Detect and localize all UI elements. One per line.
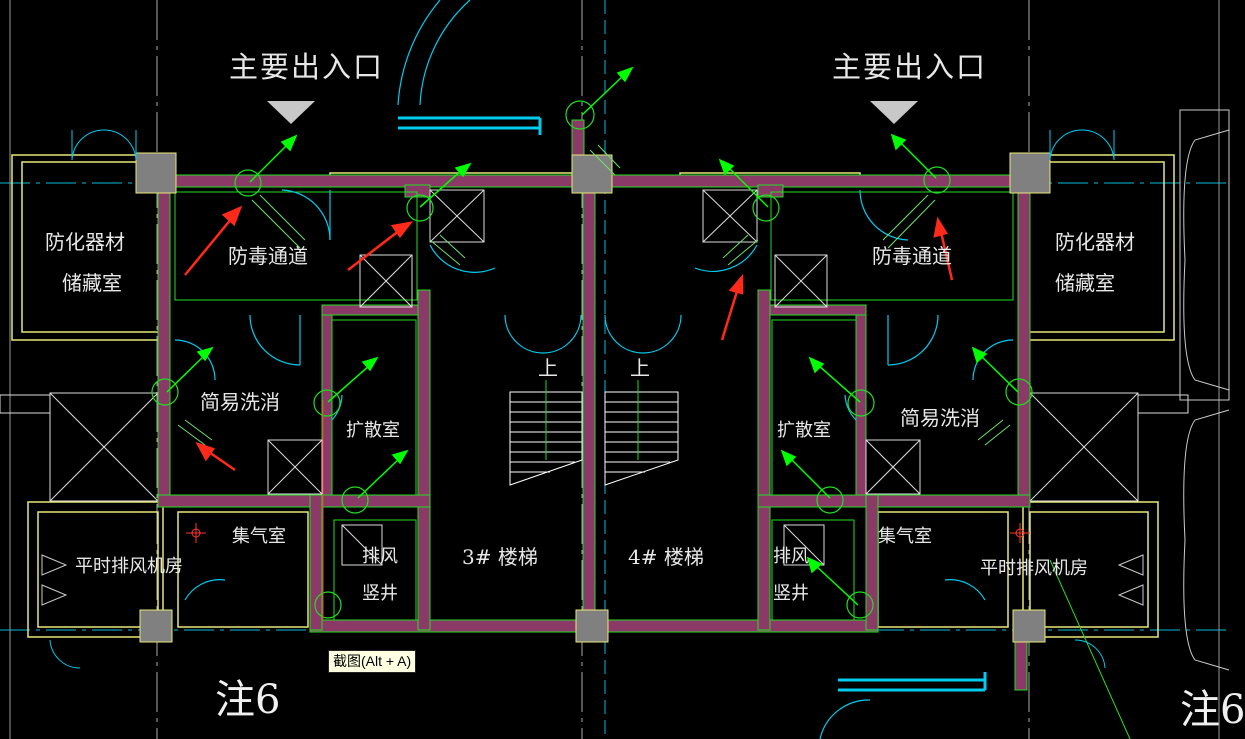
stair-up-label-right: 上 xyxy=(630,356,650,380)
equipment-room-label-right-2: 储藏室 xyxy=(1055,271,1115,295)
valve-circles xyxy=(151,100,1033,619)
exhaust-shaft-label-left-2: 竖井 xyxy=(362,583,398,604)
note-6-label-right: 注6 xyxy=(1180,687,1245,733)
anti-gas-corridor-label-left: 防毒通道 xyxy=(228,244,308,268)
stair-4-label: 4# 楼梯 xyxy=(628,545,704,569)
gas-collection-label-right: 集气室 xyxy=(878,526,932,547)
screenshot-tooltip: 截图(Alt + A) xyxy=(328,650,417,673)
fan-room-label-left: 平时排风机房 xyxy=(75,556,183,577)
note-6-label-left: 注6 xyxy=(215,677,281,723)
stair-up-label-left: 上 xyxy=(538,356,558,380)
decontamination-label-right: 简易洗消 xyxy=(900,406,980,430)
gas-collection-label-left: 集气室 xyxy=(232,526,286,547)
equipment-room-label-right-1: 防化器材 xyxy=(1055,230,1135,254)
pipe-hatches xyxy=(177,144,1131,739)
exhaust-shaft-label-right-1: 排风 xyxy=(773,546,809,567)
diffusion-room-label-right: 扩散室 xyxy=(777,420,831,441)
fan-dampers xyxy=(41,554,1144,606)
green-arrows xyxy=(166,66,1019,606)
stair-3-label: 3# 楼梯 xyxy=(462,545,538,569)
fan-room-label-right: 平时排风机房 xyxy=(980,558,1088,579)
entrance-markers xyxy=(267,101,918,124)
exhaust-shaft-label-left-1: 排风 xyxy=(362,546,398,567)
columns xyxy=(135,152,1051,643)
door-swings xyxy=(174,0,1014,739)
exhaust-shaft-label-right-2: 竖井 xyxy=(773,583,809,604)
car-outlines xyxy=(1179,109,1230,671)
blast-door-bars xyxy=(398,116,987,692)
side-doors xyxy=(49,129,1115,669)
diffusion-room-label-left: 扩散室 xyxy=(346,420,400,441)
equipment-room-label-left-1: 防化器材 xyxy=(45,230,125,254)
stair-treads xyxy=(509,380,679,486)
red-arrows xyxy=(184,205,954,472)
crosshair-markers xyxy=(186,400,1030,620)
anti-gas-corridor-label-right: 防毒通道 xyxy=(872,244,952,268)
entrance-label-right: 主要出入口 xyxy=(832,50,988,84)
entrance-label-left: 主要出入口 xyxy=(229,50,385,84)
equipment-room-label-left-2: 储藏室 xyxy=(62,271,122,295)
decontamination-label-left: 简易洗消 xyxy=(200,390,280,414)
walls xyxy=(157,119,1031,691)
